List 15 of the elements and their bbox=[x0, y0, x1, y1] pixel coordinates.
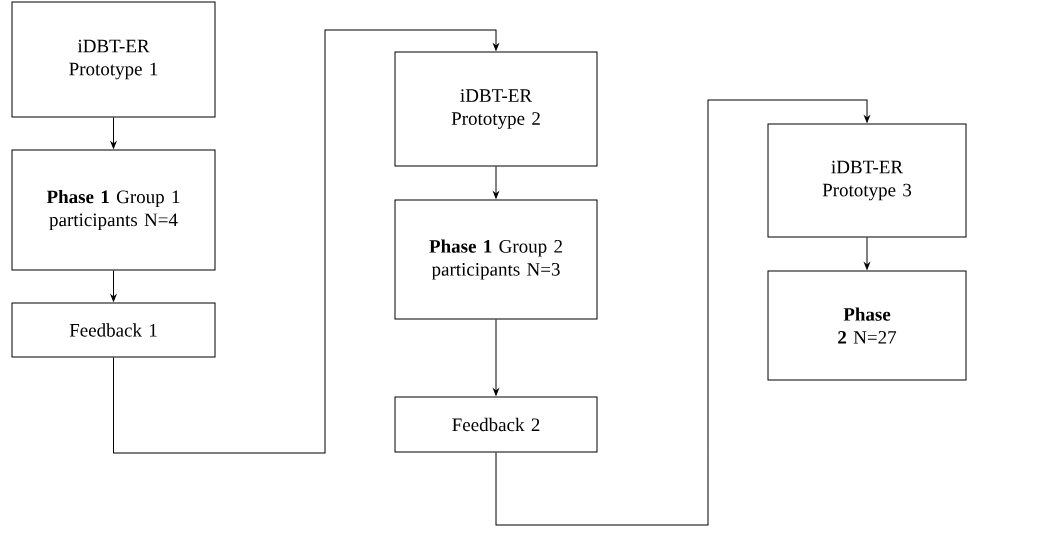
process-box: Feedback 2 bbox=[394, 396, 598, 453]
process-box: iDBT-ER Prototype 2 bbox=[394, 51, 598, 167]
process-box: Phase 1 Group 1 participants N=4 bbox=[11, 149, 216, 271]
process-box: Phase 1 Group 2 participants N=3 bbox=[394, 199, 598, 320]
arrow bbox=[110, 117, 117, 149]
process-box: Phase 2 N=27 bbox=[767, 270, 967, 381]
arrow bbox=[864, 237, 870, 270]
process-box: iDBT-ER Prototype 3 bbox=[767, 123, 967, 238]
arrow bbox=[493, 319, 499, 396]
arrow bbox=[495, 99, 870, 526]
arrow bbox=[493, 166, 499, 199]
process-box: Feedback 1 bbox=[11, 302, 216, 358]
arrow bbox=[110, 270, 117, 302]
process-box: iDBT-ER Prototype 1 bbox=[11, 1, 216, 118]
arrow bbox=[113, 29, 499, 454]
